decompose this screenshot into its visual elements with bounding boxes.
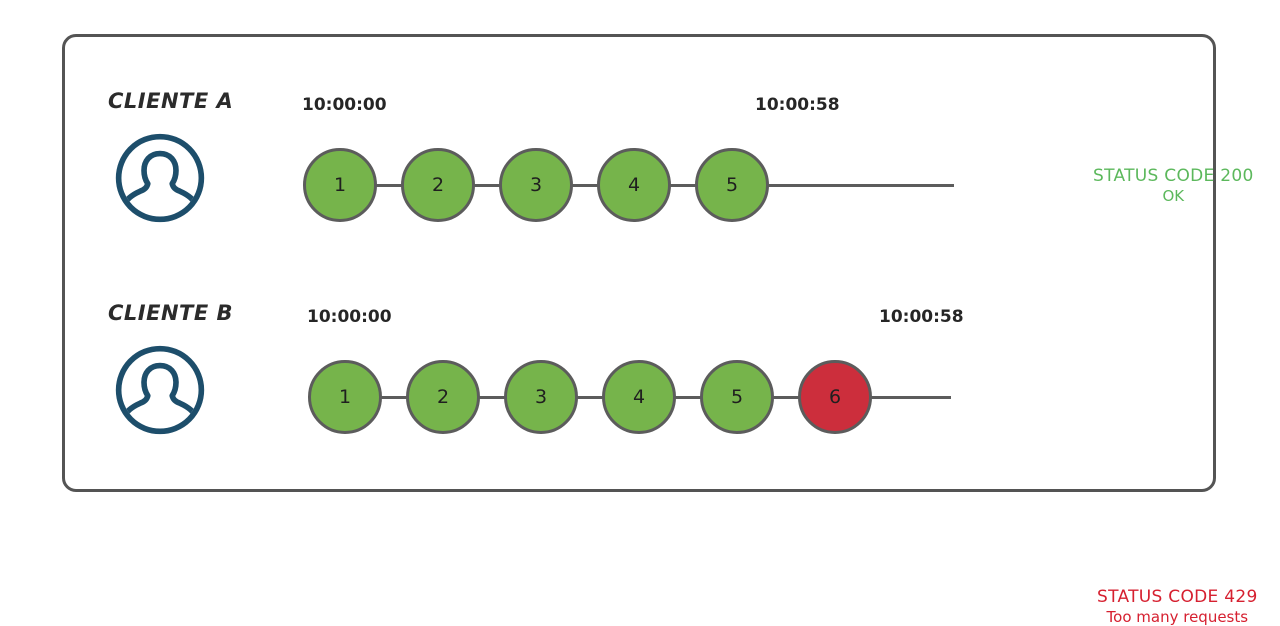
request-node[interactable]: 5 — [695, 148, 769, 222]
status-code-text: STATUS CODE 200 — [1093, 166, 1254, 186]
request-chain-a: 1 2 3 4 5 — [303, 143, 954, 227]
status-message-text: Too many requests — [1106, 607, 1249, 626]
chain-connector — [670, 183, 696, 187]
timestamp-start-b: 10:00:00 — [307, 307, 392, 327]
status-message-text: OK — [1162, 186, 1185, 205]
request-node[interactable]: 2 — [406, 360, 480, 434]
request-node[interactable]: 1 — [303, 148, 377, 222]
status-code-text: STATUS CODE 429 — [1097, 587, 1258, 607]
request-node[interactable]: 4 — [602, 360, 676, 434]
chain-connector — [381, 395, 407, 399]
request-node[interactable]: 4 — [597, 148, 671, 222]
status-tail-line — [871, 395, 951, 399]
timestamp-end-a: 10:00:58 — [755, 95, 840, 115]
chain-connector — [675, 395, 701, 399]
request-node[interactable]: 1 — [308, 360, 382, 434]
client-row-a: CLIENTE A 10:00:00 10:00:58 1 2 3 4 5 — [65, 73, 1253, 273]
chain-connector — [376, 183, 402, 187]
chain-connector — [479, 395, 505, 399]
status-badge-b: STATUS CODE 429 Too many requests — [1097, 587, 1258, 626]
request-node-rejected[interactable]: 6 — [798, 360, 872, 434]
chain-connector — [577, 395, 603, 399]
user-avatar-icon — [113, 343, 207, 437]
chain-connector — [572, 183, 598, 187]
user-avatar-icon — [113, 131, 207, 225]
status-badge-a: STATUS CODE 200 OK — [1093, 166, 1254, 205]
client-row-b: CLIENTE B 10:00:00 10:00:58 1 2 3 4 5 6 — [65, 285, 1257, 626]
client-b-label: CLIENTE B — [108, 301, 234, 325]
request-node[interactable]: 3 — [499, 148, 573, 222]
request-node[interactable]: 2 — [401, 148, 475, 222]
status-tail-line — [768, 183, 954, 187]
timestamp-end-b: 10:00:58 — [879, 307, 964, 327]
diagram-frame: CLIENTE A 10:00:00 10:00:58 1 2 3 4 5 — [62, 34, 1257, 626]
client-a-label: CLIENTE A — [108, 89, 234, 113]
timestamp-start-a: 10:00:00 — [302, 95, 387, 115]
request-chain-b: 1 2 3 4 5 6 — [308, 355, 951, 439]
request-node[interactable]: 3 — [504, 360, 578, 434]
chain-connector — [474, 183, 500, 187]
chain-connector — [773, 395, 799, 399]
request-node[interactable]: 5 — [700, 360, 774, 434]
